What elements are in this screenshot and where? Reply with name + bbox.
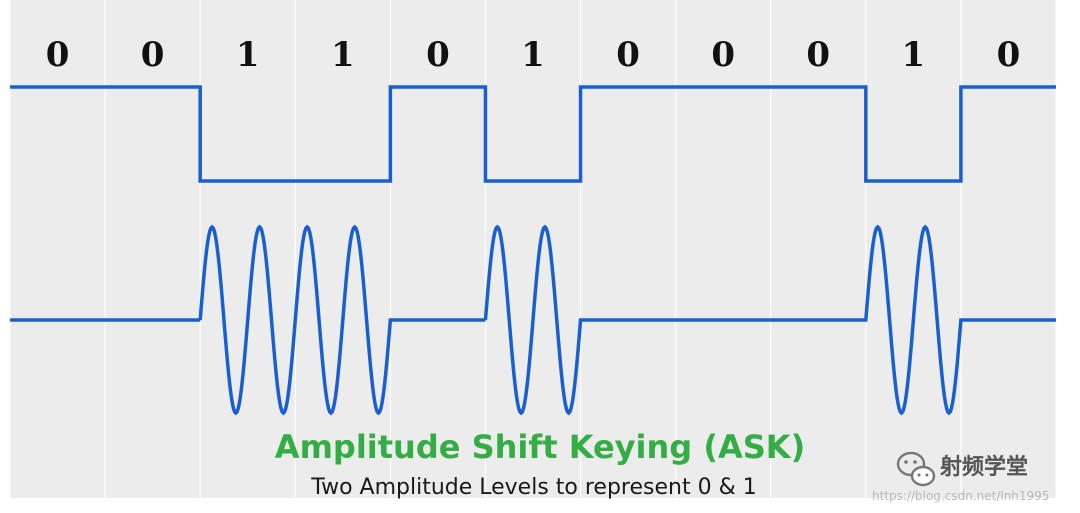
- bit-stripe: [390, 0, 485, 498]
- bit-stripe: [105, 0, 200, 498]
- bit-label: 1: [521, 35, 545, 75]
- digital-signal-waveform: [10, 85, 1056, 183]
- diagram-title: Amplitude Shift Keying (ASK): [275, 428, 805, 466]
- bit-label: 1: [236, 35, 260, 75]
- bit-stripe: [10, 0, 105, 498]
- bit-stripe: [581, 0, 676, 498]
- bit-label: 1: [902, 35, 926, 75]
- bit-label: 0: [997, 35, 1021, 75]
- bit-period-stripes: [10, 0, 1056, 498]
- bit-label: 0: [426, 35, 450, 75]
- bit-label: 0: [141, 35, 165, 75]
- bit-label: 1: [331, 35, 355, 75]
- bit-labels: 0 0 1 1 0 1 0 0 0 1 0: [46, 35, 1021, 75]
- ask-modulated-waveform: [10, 224, 1056, 416]
- bit-stripe: [771, 0, 866, 498]
- wechat-icon: [896, 451, 936, 487]
- bit-label: 0: [616, 35, 640, 75]
- watermark-brand: 射频学堂: [939, 454, 1028, 480]
- watermark: 射频学堂 https://blog.csdn.net/lnh1995: [872, 451, 1049, 503]
- bit-label: 0: [46, 35, 70, 75]
- bit-stripe: [961, 0, 1056, 498]
- bit-label: 0: [806, 35, 830, 75]
- watermark-url: https://blog.csdn.net/lnh1995: [872, 489, 1049, 503]
- diagram-subtitle: Two Amplitude Levels to represent 0 & 1: [310, 475, 756, 500]
- bit-stripe: [676, 0, 771, 498]
- bit-label: 0: [711, 35, 735, 75]
